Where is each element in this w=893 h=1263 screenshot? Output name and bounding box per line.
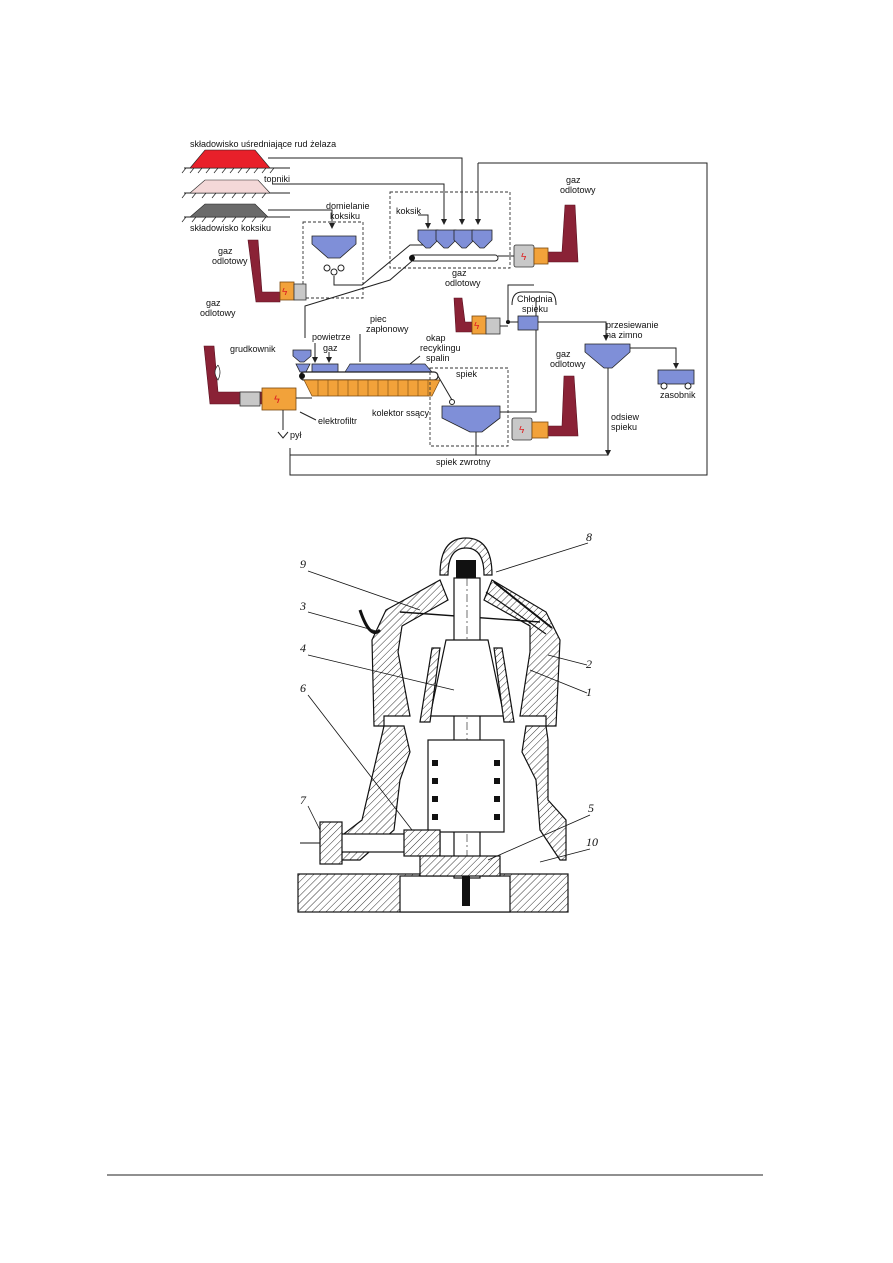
screening-label-2: na zimno	[606, 330, 643, 340]
coke-breeze-label: koksik	[396, 206, 422, 216]
hood-label-2: recyklingu	[420, 343, 461, 353]
hood-label-3: spalin	[426, 353, 450, 363]
waste-gas-label-5b: odlotowy	[550, 359, 586, 369]
grinding-box	[302, 221, 364, 299]
suction-collector-label: kolektor ssący	[372, 408, 430, 418]
chimney-top-right: ϟ	[513, 204, 579, 268]
return-sinter-box	[429, 367, 509, 447]
part-number-2: 2	[586, 657, 592, 671]
flux-label: topniki	[264, 174, 290, 184]
waste-gas-label-4b: odlotowy	[200, 308, 236, 318]
eccentric-bushing	[427, 739, 505, 833]
screening-label-1: przesiewanie	[606, 320, 659, 330]
suction-collector	[303, 379, 441, 397]
electrofilter	[261, 387, 297, 411]
outer-frame-right	[483, 579, 561, 727]
waste-gas-label-1b: odlotowy	[560, 185, 596, 195]
sinter-strand	[299, 371, 439, 381]
pulley	[319, 821, 343, 865]
main-chimney: ϟ	[203, 345, 297, 411]
ore-stockpile	[181, 149, 290, 174]
hot-screen	[441, 405, 501, 433]
bevel-gear-housing	[419, 855, 501, 877]
chimney-lower-right: ϟ	[511, 375, 579, 441]
sinter-plant-flow-diagram: składowisko uśredniające rud żelaza topn…	[181, 139, 708, 476]
part-number-7: 7	[300, 793, 307, 807]
dust-label: pył	[290, 430, 302, 440]
svg-text:ϟ: ϟ	[282, 287, 288, 298]
cooler-label-2: spieku	[522, 304, 548, 314]
chimney-left-middle: ϟ	[247, 239, 307, 303]
recycling-hood	[344, 363, 433, 373]
svg-text:ϟ: ϟ	[474, 321, 480, 332]
svg-text:ϟ: ϟ	[519, 425, 525, 436]
sinter-cooler	[517, 315, 539, 331]
waste-gas-label-2b: odlotowy	[445, 278, 481, 288]
hood-label-1: okap	[426, 333, 446, 343]
storage-bin	[657, 369, 695, 385]
waste-gas-label-1a: gaz	[566, 175, 581, 185]
lower-housing-left	[335, 725, 411, 861]
grinding-label-2: koksiku	[330, 211, 360, 221]
coke-stockpile	[181, 203, 290, 223]
part-number-9: 9	[300, 557, 306, 571]
flux-stockpile	[181, 179, 290, 199]
ignition-furnace-label-1: piec	[370, 314, 387, 324]
part-number-10: 10	[586, 835, 598, 849]
screen-undersize-label-2: spieku	[611, 422, 637, 432]
storage-label: zasobnik	[660, 390, 696, 400]
part-number-4: 4	[300, 641, 306, 655]
waste-gas-label-2a: gaz	[452, 268, 467, 278]
lower-housing-right	[521, 725, 567, 861]
chimney-cooler: ϟ	[453, 297, 501, 335]
cold-screen	[584, 343, 631, 369]
part-number-8: 8	[586, 530, 592, 544]
waste-gas-label-3a: gaz	[218, 246, 233, 256]
waste-gas-label-4a: gaz	[206, 298, 221, 308]
waste-gas-label-3b: odlotowy	[212, 256, 248, 266]
ignition-furnace	[311, 363, 339, 373]
grinding-label-1: domielanie	[326, 201, 370, 211]
pelletizer-label: grudkownik	[230, 344, 276, 354]
screen-undersize-label-1: odsiew	[611, 412, 640, 422]
return-sinter-label: spiek zwrotny	[436, 457, 491, 467]
crushing-cone	[429, 639, 505, 717]
gas-label: gaz	[323, 343, 338, 353]
cone-crusher-drawing: 8 9 3 4 2 1 6 5 7 10	[297, 530, 598, 913]
sinter-label: spiek	[456, 369, 478, 379]
part-number-3: 3	[299, 599, 306, 613]
mixing-bins	[417, 229, 493, 249]
ignition-furnace-label-2: zapłonowy	[366, 324, 409, 334]
mixing-box	[389, 191, 511, 269]
waste-gas-label-5a: gaz	[556, 349, 571, 359]
electrofilter-label: elektrofiltr	[318, 416, 357, 426]
air-label: powietrze	[312, 332, 351, 342]
svg-text:ϟ: ϟ	[274, 394, 280, 406]
outer-frame-left	[371, 579, 449, 727]
pelletizer	[292, 349, 312, 363]
top-cap	[439, 537, 493, 576]
cooler-label-1: Chłodnia	[517, 294, 553, 304]
ore-stockpile-label: składowisko uśredniające rud żelaza	[190, 139, 336, 149]
grinding-hopper	[311, 235, 357, 259]
part-number-1: 1	[586, 685, 592, 699]
svg-text:ϟ: ϟ	[521, 252, 527, 263]
coke-stockpile-label: składowisko koksiku	[190, 223, 271, 233]
part-number-6: 6	[300, 681, 306, 695]
part-number-5: 5	[588, 801, 594, 815]
